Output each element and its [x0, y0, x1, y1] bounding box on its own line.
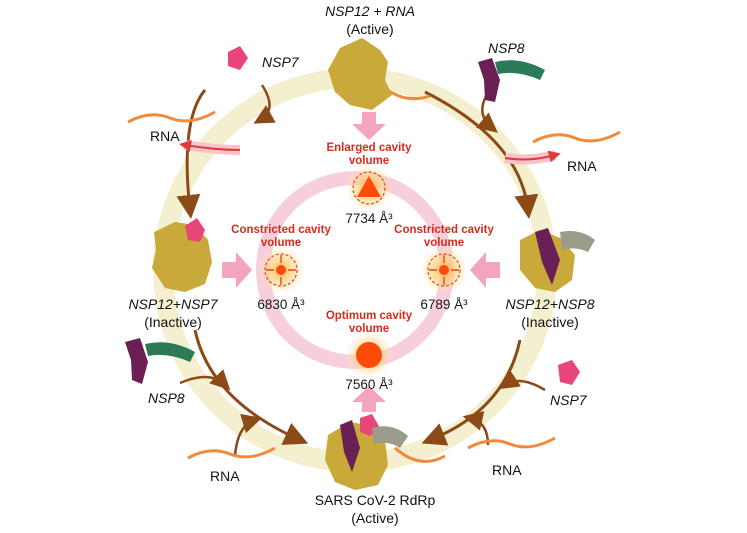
- rna-label-top-left: RNA: [150, 128, 180, 144]
- pink-arrow-bottom: [352, 386, 386, 412]
- arrow-top-to-right: [424, 90, 539, 219]
- pink-arrow-right: [470, 252, 500, 288]
- arrow-left-to-bottom: [193, 329, 309, 445]
- nsp8-protein-icon: [372, 426, 408, 448]
- state-left-name: NSP12+NSP7: [128, 296, 218, 312]
- rna-release-arrow-right: [504, 150, 561, 163]
- rna-label-bottom-left: RNA: [210, 468, 240, 484]
- nsp7-protein-icon: [228, 46, 248, 70]
- pink-arrow-top: [352, 112, 386, 140]
- nsp8-label-bottom-left: NSP8: [148, 390, 185, 406]
- rna-strand-icon: [127, 110, 216, 124]
- state-right-name: NSP12+NSP8: [505, 296, 595, 312]
- state-top-status: (Active): [346, 21, 394, 37]
- cavity-left-label-2: volume: [260, 237, 302, 249]
- rna-join-arrow-bottom-left: [233, 413, 263, 456]
- triangle-cavity-icon: [345, 164, 393, 212]
- cavity-left-label-1: Constricted cavity: [231, 224, 331, 236]
- rna-strand-icon: [187, 446, 276, 460]
- nsp7-label-bottom-right: NSP7: [550, 392, 587, 408]
- nsp7-join-arrow: [253, 84, 276, 124]
- nsp7-label-top-left: NSP7: [262, 54, 299, 70]
- cavity-top-value: 7734 Å³: [345, 211, 393, 226]
- state-top-name: NSP12 + RNA: [325, 3, 415, 19]
- constricted-cavity-icon: [257, 246, 305, 294]
- rna-release-arrow-left: [179, 140, 241, 152]
- pink-arrow-left: [222, 252, 252, 288]
- cavity-bottom-label-2: volume: [348, 323, 390, 335]
- nsp8-protein-icon: [340, 420, 360, 472]
- nsp8-protein-icon: [478, 58, 545, 102]
- nsp8-join-arrow-bottom: [179, 369, 231, 391]
- state-bottom-status: (Active): [351, 510, 399, 526]
- nsp12-protein-icon: [328, 38, 392, 110]
- rna-strand-icon: [467, 436, 556, 450]
- nsp7-protein-icon: [558, 360, 580, 385]
- state-left-status: (Inactive): [144, 314, 202, 330]
- constricted-cavity-icon: [420, 246, 468, 294]
- nsp8-protein-icon: [535, 228, 560, 285]
- cavity-top-label-2: volume: [348, 155, 390, 167]
- nsp8-protein-icon: [125, 338, 195, 384]
- state-bottom-name: SARS CoV-2 RdRp: [314, 492, 436, 508]
- rna-label-top-right: RNA: [567, 158, 597, 174]
- nsp7-join-arrow-bottom: [498, 369, 546, 392]
- nsp8-label-top-right: NSP8: [488, 40, 525, 56]
- nsp8-protein-icon: [560, 231, 595, 252]
- cavity-bottom-value: 7560 Å³: [345, 377, 393, 392]
- arrow-right-to-bottom: [421, 339, 522, 446]
- nsp7-protein-icon: [185, 218, 205, 242]
- rna-strand-icon: [532, 130, 621, 144]
- cavity-bottom-label-1: Optimum cavity: [325, 310, 413, 322]
- state-right-status: (Inactive): [521, 314, 579, 330]
- rna-strand-icon: [394, 446, 446, 463]
- cavity-left-value: 6830 Å³: [257, 297, 305, 312]
- cavity-right-label-2: volume: [423, 237, 465, 249]
- cavity-right-label-1: Constricted cavity: [394, 224, 494, 236]
- cavity-top-label-1: Enlarged cavity: [326, 142, 412, 154]
- arrow-top-to-left: [176, 89, 207, 219]
- cavity-right-value: 6789 Å³: [420, 297, 468, 312]
- circle-cavity-icon: [345, 331, 393, 379]
- rna-label-bottom-right: RNA: [492, 462, 522, 478]
